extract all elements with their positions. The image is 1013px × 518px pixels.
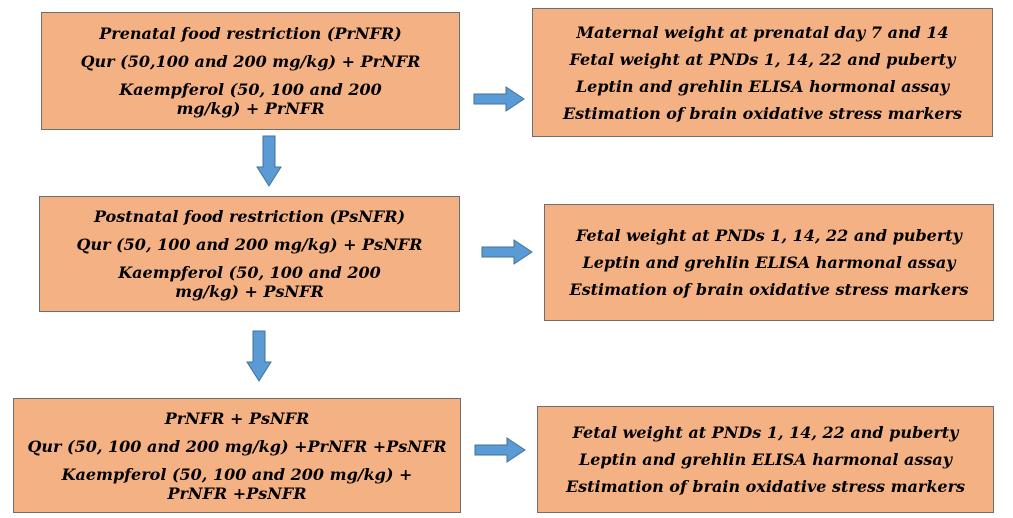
box-line: Kaempferol (50, 100 and 200 mg/kg) + PrN… bbox=[119, 80, 382, 118]
arrow-right-icon bbox=[474, 437, 526, 463]
box-heading: Prenatal food restriction (PrNFR) bbox=[99, 24, 402, 43]
outcome-line: Fetal weight at PNDs 1, 14, 22 and puber… bbox=[569, 49, 956, 69]
outcome-line: Estimation of brain oxidative stress mar… bbox=[569, 280, 969, 299]
arrow-down-icon bbox=[256, 135, 282, 187]
box-line: Kaempferol (50, 100 and 200 mg/kg) + PsN… bbox=[118, 263, 381, 301]
box-line: Kaempferol (50, 100 and 200 mg/kg) + PrN… bbox=[61, 464, 413, 503]
box-heading: PrNFR + PsNFR bbox=[164, 408, 310, 428]
arrow-right-icon bbox=[473, 86, 525, 112]
outcome-line: Estimation of brain oxidative stress mar… bbox=[565, 477, 966, 496]
outcome-line: Leptin and grehlin ELISA hormonal assay bbox=[575, 76, 950, 96]
outcome-line: Leptin and grehlin ELISA harmonal assay bbox=[578, 450, 953, 469]
outcome-line: Estimation of brain oxidative stress mar… bbox=[562, 103, 963, 123]
arrow-right-icon bbox=[481, 239, 533, 265]
outcome-line: Leptin and grehlin ELISA harmonal assay bbox=[582, 253, 956, 272]
box-heading: Postnatal food restriction (PsNFR) bbox=[93, 207, 406, 226]
prenatal-outcomes-box: Maternal weight at prenatal day 7 and 14… bbox=[532, 8, 993, 137]
box-line: Qur (50, 100 and 200 mg/kg) + PsNFR bbox=[76, 235, 423, 254]
box-line: Qur (50, 100 and 200 mg/kg) +PrNFR +PsNF… bbox=[27, 436, 447, 456]
combined-treatment-box: PrNFR + PsNFR Qur (50, 100 and 200 mg/kg… bbox=[13, 398, 461, 513]
arrow-down-icon bbox=[246, 330, 272, 382]
box-line: Qur (50,100 and 200 mg/kg) + PrNFR bbox=[80, 52, 421, 71]
postnatal-outcomes-box: Fetal weight at PNDs 1, 14, 22 and puber… bbox=[544, 204, 994, 321]
outcome-line: Maternal weight at prenatal day 7 and 14 bbox=[576, 22, 949, 42]
postnatal-treatment-box: Postnatal food restriction (PsNFR) Qur (… bbox=[39, 196, 460, 312]
outcome-line: Fetal weight at PNDs 1, 14, 22 and puber… bbox=[572, 423, 959, 442]
outcome-line: Fetal weight at PNDs 1, 14, 22 and puber… bbox=[576, 226, 962, 245]
prenatal-treatment-box: Prenatal food restriction (PrNFR) Qur (5… bbox=[41, 12, 460, 130]
combined-outcomes-box: Fetal weight at PNDs 1, 14, 22 and puber… bbox=[537, 406, 994, 513]
